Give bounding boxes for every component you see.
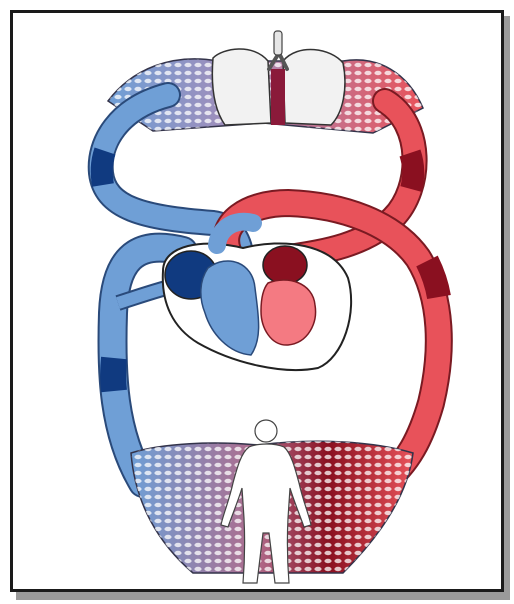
circulation-diagram — [13, 13, 504, 592]
diagram-frame — [10, 10, 504, 592]
lungs-icon — [212, 31, 345, 125]
